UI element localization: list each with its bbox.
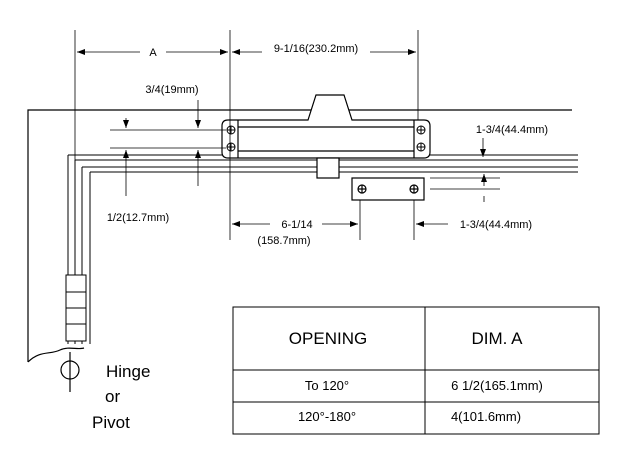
door-top-edge	[67, 154, 578, 344]
dim-right-bottom	[416, 174, 487, 227]
hinge	[65, 274, 87, 342]
dimension-table	[232, 306, 600, 435]
hinge-label-1: Hinge	[106, 362, 150, 381]
closer-screw-holes	[226, 125, 426, 152]
table-cell-opening-2: 120°-180°	[298, 409, 356, 424]
door-frame	[27, 109, 572, 363]
arm-bracket	[351, 177, 425, 201]
dim-a-label: A	[149, 47, 157, 59]
table-cell-opening-1: To 120°	[305, 378, 349, 393]
dim-center-label-1: 6-1/14	[281, 219, 312, 231]
hinge-label-2: or	[105, 387, 120, 406]
table-header-opening: OPENING	[289, 329, 367, 348]
extension-lines	[74, 30, 500, 240]
hinge-label-3: Pivot	[92, 413, 130, 432]
dim-center-label-2: (158.7mm)	[257, 235, 310, 247]
table-cell-dim-1: 6 1/2(165.1mm)	[451, 378, 543, 393]
table-cell-dim-2: 4(101.6mm)	[451, 409, 521, 424]
dim-length-label: 9-1/16(230.2mm)	[274, 43, 358, 55]
table-header-dim-a: DIM. A	[471, 329, 523, 348]
dim-left-bottom-label: 1/2(12.7mm)	[107, 212, 169, 224]
centerline-icon	[60, 352, 80, 392]
closer-body	[221, 94, 431, 179]
dim-right-bottom-label: 1-3/4(44.4mm)	[460, 219, 532, 231]
dim-offset-top-label: 3/4(19mm)	[145, 84, 198, 96]
dim-right-top-label: 1-3/4(44.4mm)	[476, 124, 548, 136]
